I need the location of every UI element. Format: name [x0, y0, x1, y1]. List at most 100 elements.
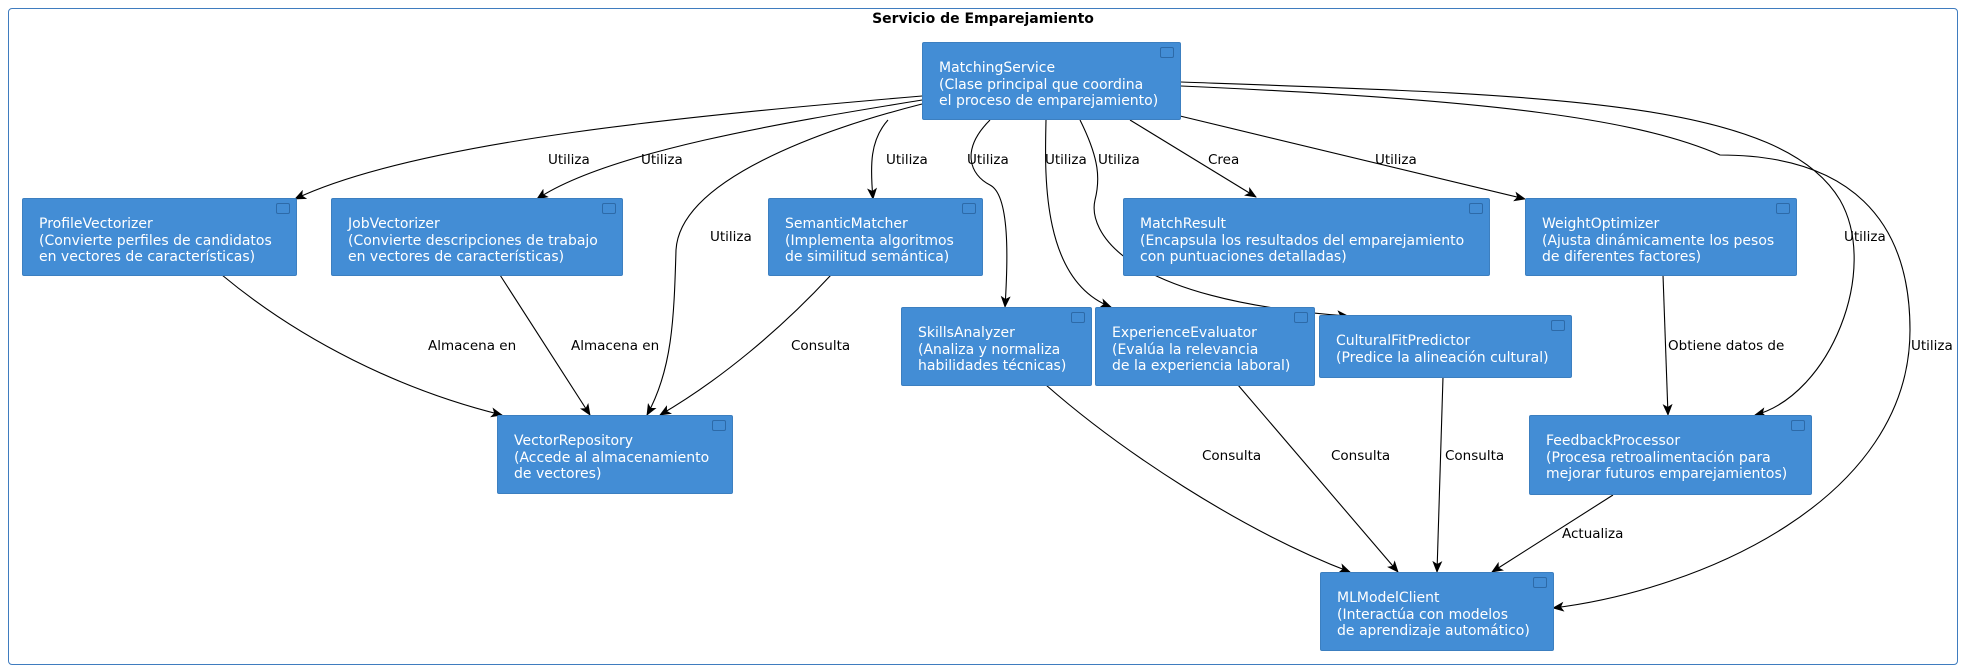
edge-label-ms-weight: Utiliza — [1375, 152, 1417, 168]
edge-label-ms-skills: Utiliza — [967, 152, 1009, 168]
node-matching-service[interactable]: MatchingService (Clase principal que coo… — [922, 42, 1181, 120]
node-title: MLModelClient — [1337, 590, 1440, 606]
node-title: SemanticMatcher — [785, 216, 908, 232]
node-weight-optimizer[interactable]: WeightOptimizer (Ajusta dinámicamente lo… — [1525, 198, 1797, 276]
edge-label-ms-experience: Utiliza — [1045, 152, 1087, 168]
edge-job-vector — [499, 274, 591, 416]
edge-label-profile-vector: Almacena en — [428, 338, 516, 354]
edge-ms-result — [1129, 119, 1257, 198]
node-title: MatchingService — [939, 60, 1056, 76]
node-description: (Interactúa con modelos — [1337, 606, 1509, 623]
edge-ms-vector — [646, 103, 923, 416]
edge-weight-feedback — [1662, 274, 1673, 416]
edge-ms-semantic — [867, 119, 889, 200]
node-description: de vectores) — [514, 466, 602, 482]
node-description: (Analiza y normaliza — [918, 341, 1061, 358]
component-icon — [602, 203, 616, 214]
edge-label-ms-result: Crea — [1208, 152, 1239, 168]
diagram-title: Servicio de Emparejamiento — [872, 11, 1094, 27]
node-description: en vectores de características) — [348, 249, 565, 265]
node-description: (Implementa algoritmos — [785, 232, 954, 249]
edge-label-semantic-vector: Consulta — [791, 338, 850, 354]
component-icon — [1160, 47, 1174, 58]
node-title: VectorRepository — [514, 433, 634, 449]
edge-label-weight-feedback: Obtiene datos de — [1668, 338, 1784, 354]
component-icon — [1469, 203, 1483, 214]
node-title: CulturalFitPredictor — [1336, 333, 1471, 349]
node-title: FeedbackProcessor — [1546, 433, 1681, 449]
node-description: en vectores de características) — [39, 249, 256, 265]
component-icon — [1533, 577, 1547, 588]
node-match-result[interactable]: MatchResult (Encapsula los resultados de… — [1123, 198, 1490, 276]
edge-semantic-vector — [659, 274, 832, 416]
node-title: SkillsAnalyzer — [918, 325, 1015, 341]
edge-experience-ml — [1237, 384, 1399, 573]
diagram-frame: Servicio de Emparejamiento — [8, 8, 1958, 665]
edge-label-cultural-ml: Consulta — [1445, 448, 1504, 464]
edge-label-ms-cultural: Utiliza — [1098, 152, 1140, 168]
edge-label-ms-ml: Utiliza — [1911, 338, 1953, 354]
edge-ms-weight — [1179, 115, 1526, 202]
edge-label-job-vector: Almacena en — [571, 338, 659, 354]
edge-ms-feedback — [1180, 81, 1855, 417]
edge-ms-cultural — [1079, 119, 1349, 321]
edge-ms-experience — [1044, 119, 1112, 308]
edge-ms-ml — [1180, 85, 1911, 612]
node-description: (Accede al almacenamiento — [514, 449, 710, 466]
node-description: (Convierte perfiles de candidatos — [39, 232, 272, 249]
component-icon — [276, 203, 290, 214]
edge-cultural-ml — [1432, 376, 1444, 573]
node-title: WeightOptimizer — [1542, 216, 1660, 232]
edge-ms-profile — [294, 95, 923, 200]
edge-ms-job — [536, 99, 923, 200]
edge-label-skills-ml: Consulta — [1202, 448, 1261, 464]
node-ml-model-client[interactable]: MLModelClient (Interactúa con modelos de… — [1320, 572, 1554, 651]
node-experience-evaluator[interactable]: ExperienceEvaluator (Evalúa la relevanci… — [1095, 307, 1315, 386]
node-description: (Evalúa la relevancia — [1112, 341, 1259, 358]
edge-skills-ml — [1045, 384, 1351, 573]
node-description: de la experiencia laboral) — [1112, 358, 1291, 374]
edge-labels: Utiliza Utiliza Utiliza Utiliza Utiliza … — [428, 152, 1953, 542]
node-title: JobVectorizer — [348, 216, 440, 232]
edge-label-ms-profile: Utiliza — [548, 152, 590, 168]
edge-label-ms-vector: Utiliza — [710, 229, 752, 245]
node-description: (Procesa retroalimentación para — [1546, 449, 1771, 466]
edge-ms-skills — [970, 119, 1011, 308]
node-description: el proceso de emparejamiento) — [939, 93, 1159, 109]
node-description: habilidades técnicas) — [918, 358, 1067, 374]
node-description: (Encapsula los resultados del emparejami… — [1140, 232, 1465, 249]
node-cultural-fit-predictor[interactable]: CulturalFitPredictor (Predice la alineac… — [1319, 315, 1572, 378]
edge-label-ms-job: Utiliza — [641, 152, 683, 168]
edge-label-ms-semantic: Utiliza — [886, 152, 928, 168]
edge-label-feedback-ml: Actualiza — [1562, 526, 1623, 542]
node-semantic-matcher[interactable]: SemanticMatcher (Implementa algoritmos d… — [768, 198, 983, 276]
node-title: MatchResult — [1140, 216, 1226, 232]
edge-profile-vector — [221, 274, 503, 418]
component-icon — [1551, 320, 1565, 331]
node-title: ProfileVectorizer — [39, 216, 153, 232]
node-vector-repository[interactable]: VectorRepository (Accede al almacenamien… — [497, 415, 733, 494]
node-description: (Ajusta dinámicamente los pesos — [1542, 232, 1775, 249]
node-feedback-processor[interactable]: FeedbackProcessor (Procesa retroalimenta… — [1529, 415, 1812, 495]
node-description: mejorar futuros emparejamientos) — [1546, 466, 1788, 482]
node-title: ExperienceEvaluator — [1112, 325, 1257, 341]
edge-label-ms-feedback: Utiliza — [1844, 229, 1886, 245]
node-description: con puntuaciones detalladas) — [1140, 249, 1347, 265]
component-icon — [1776, 203, 1790, 214]
component-icon — [1294, 312, 1308, 323]
node-description: de diferentes factores) — [1542, 249, 1702, 265]
node-profile-vectorizer[interactable]: ProfileVectorizer (Convierte perfiles de… — [22, 198, 297, 276]
component-icon — [962, 203, 976, 214]
node-description: (Convierte descripciones de trabajo — [348, 232, 598, 249]
component-icon — [1791, 420, 1805, 431]
node-description: (Predice la alineación cultural) — [1336, 349, 1549, 366]
node-job-vectorizer[interactable]: JobVectorizer (Convierte descripciones d… — [331, 198, 623, 276]
node-description: de similitud semántica) — [785, 249, 950, 265]
component-icon — [712, 420, 726, 431]
node-description: (Clase principal que coordina — [939, 76, 1144, 93]
edge-feedback-ml — [1491, 494, 1614, 573]
node-skills-analyzer[interactable]: SkillsAnalyzer (Analiza y normaliza habi… — [901, 307, 1092, 386]
component-icon — [1071, 312, 1085, 323]
edge-label-experience-ml: Consulta — [1331, 448, 1390, 464]
